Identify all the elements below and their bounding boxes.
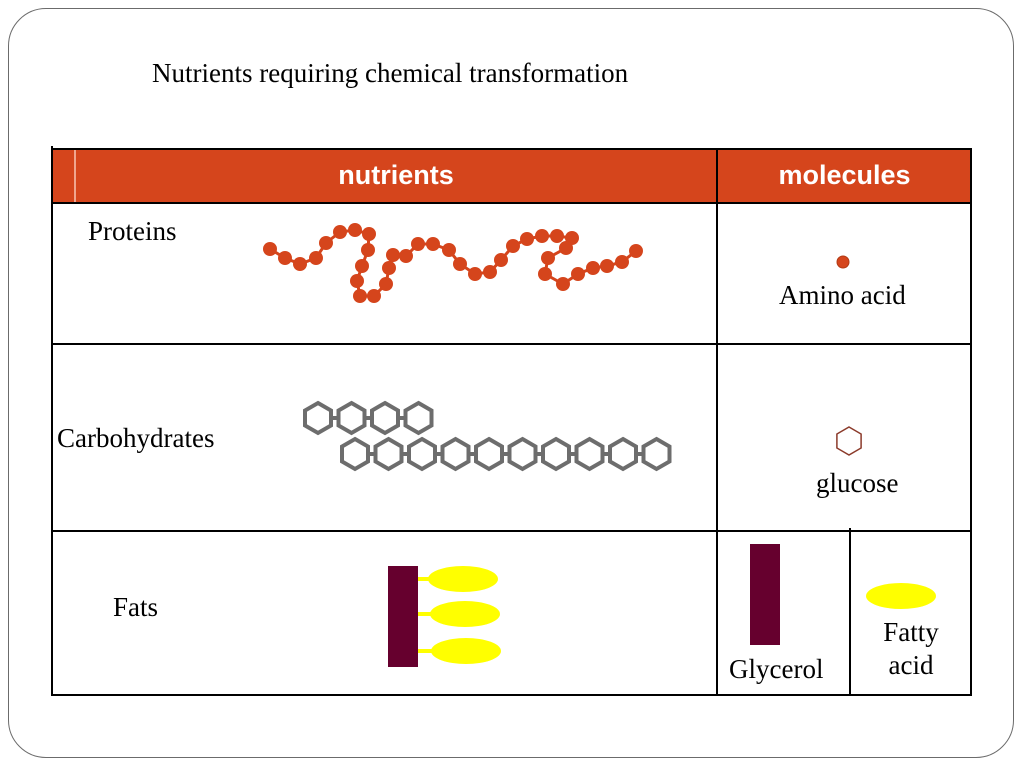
protein-bead: [361, 243, 375, 257]
protein-bead: [550, 229, 564, 243]
table-left-border: [51, 146, 53, 694]
sugar-ring: [407, 436, 437, 472]
row-divider-2: [53, 343, 971, 345]
protein-bead: [278, 251, 292, 265]
protein-bead: [629, 244, 643, 258]
protein-bead: [442, 243, 456, 257]
protein-chain-icon: [263, 223, 643, 303]
label-fatty-acid: Fatty acid: [883, 617, 939, 680]
protein-bead: [350, 274, 364, 288]
protein-bead: [319, 236, 333, 250]
protein-bead: [483, 265, 497, 279]
header-accent-line: [74, 150, 76, 202]
sugar-ring: [541, 436, 571, 472]
header-nutrients: nutrients: [338, 160, 454, 190]
carbohydrate-chain-icon: [303, 400, 672, 472]
sugar-ring: [507, 436, 538, 472]
protein-bead: [426, 237, 440, 251]
protein-bead: [355, 259, 369, 273]
row-divider-1: [53, 202, 971, 204]
label-glycerol: Glycerol: [729, 654, 824, 684]
protein-bead: [520, 232, 534, 246]
protein-bead: [386, 248, 400, 262]
sugar-ring: [474, 436, 504, 472]
table-bottom-border: [51, 694, 972, 696]
protein-bead: [494, 253, 508, 267]
sugar-ring: [303, 400, 333, 436]
protein-bead: [535, 229, 549, 243]
sugar-ring: [370, 400, 400, 436]
sugar-ring: [373, 436, 404, 472]
sugar-ring: [440, 436, 471, 472]
sugar-ring: [574, 436, 605, 472]
protein-bead: [348, 223, 362, 237]
table-top-border: [53, 148, 971, 150]
protein-bead: [615, 255, 629, 269]
protein-bead: [506, 239, 520, 253]
protein-bead: [333, 225, 347, 239]
header-molecules: molecules: [778, 160, 911, 190]
table-right-border: [970, 148, 972, 696]
protein-bead: [453, 257, 467, 271]
glycerol-icon: [750, 544, 780, 645]
fat-molecule-divider: [849, 528, 851, 694]
protein-bead: [538, 267, 552, 281]
protein-bead: [600, 259, 614, 273]
slide-frame: [8, 8, 1014, 758]
protein-bead: [468, 267, 482, 281]
protein-bead: [556, 277, 570, 291]
fat-molecule-icon: [388, 566, 501, 667]
protein-bead: [293, 257, 307, 271]
fatty-acid-icon: [866, 583, 936, 609]
label-glucose: glucose: [816, 468, 899, 498]
protein-bead: [399, 249, 413, 263]
label-fats: Fats: [113, 592, 159, 622]
protein-bead: [571, 267, 585, 281]
row-divider-3: [53, 530, 971, 532]
label-carbohydrates: Carbohydrates: [57, 423, 215, 453]
protein-bead: [379, 277, 393, 291]
protein-bead: [559, 241, 573, 255]
protein-bead: [263, 242, 277, 256]
sugar-ring: [403, 400, 434, 436]
slide-title: Nutrients requiring chemical transformat…: [152, 58, 629, 88]
glucose-icon: [836, 426, 862, 456]
amino-acid-icon: [836, 255, 850, 269]
protein-bead: [382, 261, 396, 275]
protein-bead: [353, 289, 367, 303]
sugar-ring: [641, 436, 672, 472]
protein-bead: [541, 251, 555, 265]
protein-bead: [309, 251, 323, 265]
table-header-bar: [53, 150, 971, 202]
label-proteins: Proteins: [88, 216, 177, 246]
protein-bead: [367, 289, 381, 303]
protein-bead: [586, 261, 600, 275]
protein-bead: [411, 237, 425, 251]
sugar-ring: [608, 436, 638, 472]
label-amino-acid: Amino acid: [779, 280, 906, 310]
protein-bead: [362, 227, 376, 241]
sugar-ring: [340, 436, 370, 472]
sugar-ring: [336, 400, 367, 436]
column-divider: [716, 150, 718, 694]
